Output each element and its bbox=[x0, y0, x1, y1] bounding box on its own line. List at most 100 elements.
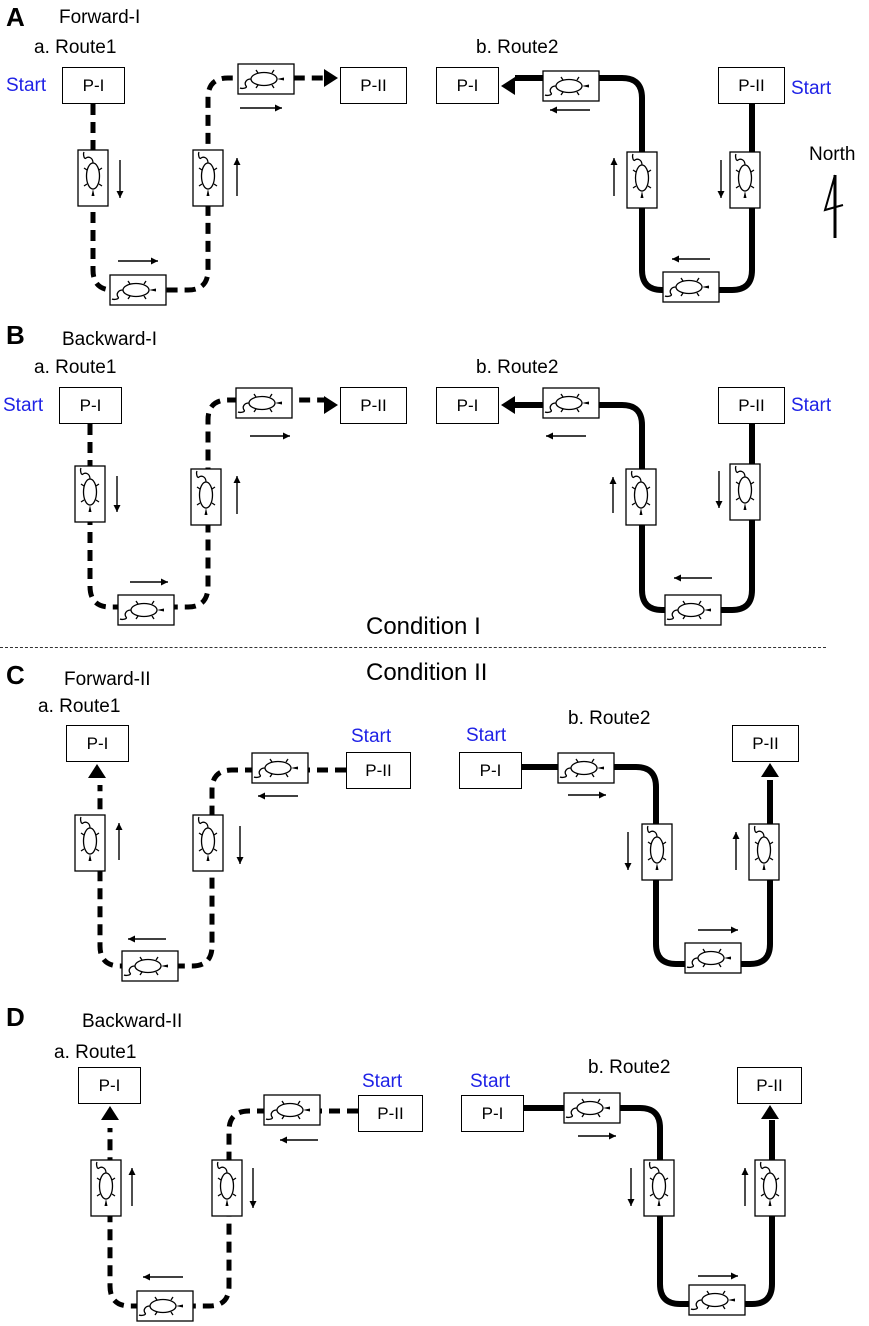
rat-icon bbox=[197, 151, 218, 196]
dir-b1-1-head bbox=[113, 505, 121, 512]
panel-letter-d: D bbox=[6, 1002, 25, 1032]
box-p1-c1: P-I bbox=[66, 725, 129, 762]
box-p1-a1: P-I bbox=[62, 67, 125, 104]
box-p2-b1: P-II bbox=[340, 387, 407, 424]
start-label-b2: Start bbox=[791, 395, 832, 416]
start-label-b1: Start bbox=[3, 395, 44, 416]
rat-a2-2-frame bbox=[662, 271, 720, 303]
rat-icon bbox=[646, 825, 667, 870]
rat-d2-2-frame bbox=[643, 1159, 675, 1217]
rat-icon bbox=[82, 151, 103, 196]
rat-c2-4-frame bbox=[748, 823, 780, 881]
rat-a2-3-frame bbox=[626, 151, 658, 209]
rat-b1-1-frame bbox=[74, 465, 106, 523]
rat-icon bbox=[631, 153, 652, 198]
rat-icon bbox=[648, 1161, 669, 1206]
panel-letter-c: C bbox=[6, 660, 25, 690]
dir-b2-4-head bbox=[546, 432, 553, 440]
rat-d1-4-frame bbox=[263, 1094, 321, 1126]
dir-d2-3-head bbox=[731, 1272, 738, 1280]
box-p1-c2: P-I bbox=[459, 752, 522, 789]
rat-a2-4-frame bbox=[542, 70, 600, 102]
panel-letter-a: A bbox=[6, 2, 25, 32]
rat-icon bbox=[565, 1098, 610, 1119]
north-arrow-icon bbox=[823, 174, 844, 238]
route-d2 bbox=[524, 1105, 775, 1307]
box-p2-c1: P-II bbox=[346, 752, 411, 789]
rat-icon bbox=[138, 1296, 183, 1317]
dir-c2-4-head bbox=[732, 832, 740, 839]
rat-b1-4-frame bbox=[235, 387, 293, 419]
rat-icon bbox=[265, 1100, 310, 1121]
dir-b1-2-head bbox=[161, 578, 168, 586]
route1-label-c: a. Route1 bbox=[38, 696, 121, 717]
arrowhead-a2 bbox=[501, 77, 515, 95]
rat-icon bbox=[253, 758, 298, 779]
dir-b2-3-head bbox=[609, 477, 617, 484]
rat-a1-2-frame bbox=[109, 274, 167, 306]
start-label-d1: Start bbox=[362, 1071, 403, 1092]
rat-icon bbox=[690, 1290, 735, 1311]
route-c1 bbox=[97, 767, 346, 969]
route1-label-b: a. Route1 bbox=[34, 357, 117, 378]
dir-d2-2-head bbox=[627, 1199, 635, 1206]
box-p1-a2: P-I bbox=[436, 67, 499, 104]
dir-c2-3-head bbox=[731, 926, 738, 934]
rat-icon bbox=[79, 467, 100, 512]
start-label-a2: Start bbox=[791, 78, 832, 99]
condition-two-label: Condition II bbox=[366, 659, 488, 686]
rat-b1-2-frame bbox=[117, 594, 175, 626]
box-p1-d2: P-I bbox=[461, 1095, 524, 1132]
dir-d1-1-head bbox=[128, 1168, 136, 1175]
box-p2-a1: P-II bbox=[340, 67, 407, 104]
start-label-c1: Start bbox=[351, 726, 392, 747]
box-p2-a2: P-II bbox=[718, 67, 785, 104]
panel-title-b: Backward-I bbox=[62, 329, 158, 350]
dir-c1-4-head bbox=[258, 792, 265, 800]
rat-a1-1-frame bbox=[77, 149, 109, 207]
rat-icon bbox=[666, 600, 711, 621]
rat-icon bbox=[544, 76, 589, 97]
rat-icon bbox=[111, 280, 156, 301]
route-a1 bbox=[90, 75, 325, 293]
rat-b2-1-frame bbox=[729, 463, 761, 521]
route2-label-d: b. Route2 bbox=[588, 1057, 671, 1078]
rat-d2-3-frame bbox=[688, 1284, 746, 1316]
dir-c1-2-head bbox=[128, 935, 135, 943]
dir-c1-3-head bbox=[236, 857, 244, 864]
rat-icon bbox=[119, 600, 164, 621]
start-label-a1: Start bbox=[6, 75, 47, 96]
rat-icon bbox=[239, 69, 284, 90]
dir-d1-2-head bbox=[143, 1273, 150, 1281]
arrowhead-b1 bbox=[324, 396, 338, 414]
rat-c1-1-frame bbox=[74, 814, 106, 872]
dir-a2-1-head bbox=[717, 191, 725, 198]
dir-a1-2-head bbox=[151, 257, 158, 265]
route2-label-a: b. Route2 bbox=[476, 37, 559, 58]
dir-b2-1-head bbox=[715, 501, 723, 508]
panel-title-d: Backward-II bbox=[82, 1011, 183, 1032]
panel-letter-b: B bbox=[6, 320, 25, 350]
start-label-d2: Start bbox=[470, 1071, 511, 1092]
route-c2 bbox=[522, 764, 773, 967]
dir-d2-4-head bbox=[741, 1168, 749, 1175]
rat-d1-1-frame bbox=[90, 1159, 122, 1217]
dir-a2-4-head bbox=[550, 106, 557, 114]
route2-label-b: b. Route2 bbox=[476, 357, 559, 378]
rat-a1-3-frame bbox=[192, 149, 224, 207]
dir-a1-4-head bbox=[275, 104, 282, 112]
north-label: North bbox=[809, 144, 856, 165]
rat-icon bbox=[559, 758, 604, 779]
rat-c2-2-frame bbox=[641, 823, 673, 881]
rat-icon bbox=[123, 956, 168, 977]
start-label-c2: Start bbox=[466, 725, 507, 746]
rat-c2-3-frame bbox=[684, 942, 742, 974]
arrowhead-d1 bbox=[101, 1106, 119, 1120]
condition-divider bbox=[0, 647, 826, 648]
box-p1-b1: P-I bbox=[59, 387, 122, 424]
route-b1 bbox=[87, 397, 325, 610]
box-p2-d1: P-II bbox=[358, 1095, 423, 1132]
rat-b2-3-frame bbox=[625, 468, 657, 526]
rat-icon bbox=[197, 816, 218, 861]
